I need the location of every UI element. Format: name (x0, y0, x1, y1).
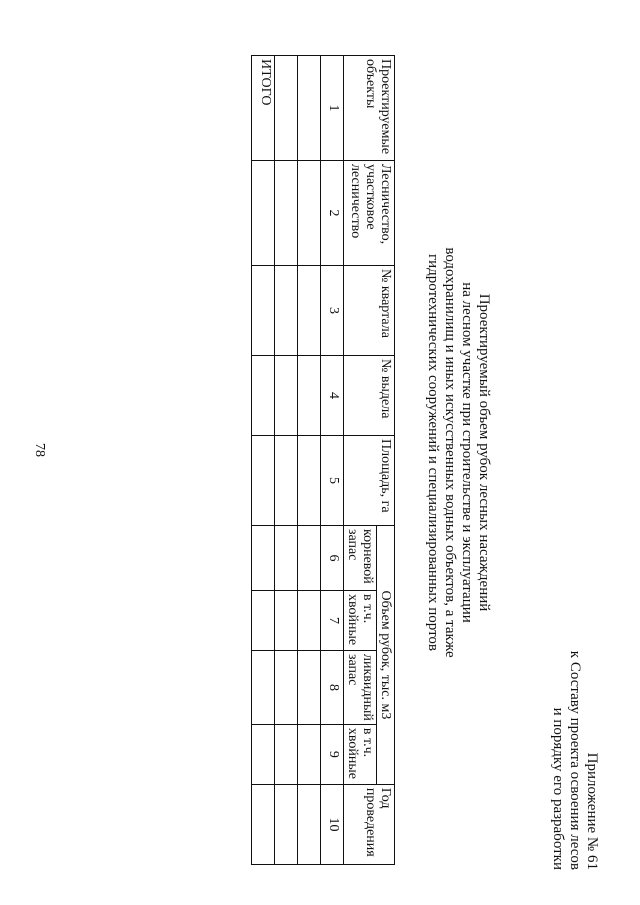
table-cell (251, 265, 275, 356)
appendix-reference: к Составу проекта освоения лесов (567, 650, 583, 870)
table-cell (297, 435, 321, 526)
header-vydel: № выдела (343, 355, 395, 436)
column-number: 5 (320, 435, 344, 526)
table-cell (274, 355, 298, 436)
table-cell (297, 525, 321, 591)
table-column-numbers-row: 1 2 3 4 5 6 7 8 9 10 (320, 55, 344, 865)
appendix-number: Приложение № 61 (584, 752, 600, 870)
column-number: 6 (320, 525, 344, 591)
table-cell (274, 435, 298, 526)
table-cell (274, 55, 298, 161)
table-cell (251, 784, 275, 865)
table-cell (297, 650, 321, 725)
table-cell (297, 160, 321, 266)
column-number: 2 (320, 160, 344, 266)
document-title: Проектируемый объем рубок лесных насажде… (424, 0, 492, 905)
table-cell (297, 784, 321, 865)
column-number: 7 (320, 590, 344, 651)
table-cell (251, 160, 275, 266)
column-number: 10 (320, 784, 344, 865)
table-header-row: Проектируемые объекты Лесничество, участ… (343, 55, 395, 865)
appendix-header: Приложение № 61 к Составу проекта освоен… (549, 490, 600, 870)
table-cell (274, 590, 298, 651)
table-cell (274, 724, 298, 785)
table-cell (251, 590, 275, 651)
table-cell (251, 724, 275, 785)
column-number: 3 (320, 265, 344, 356)
header-volume: Объем рубок, тыс. м3 (376, 525, 395, 785)
table-total-row: ИТОГО (251, 55, 275, 865)
table-cell (274, 650, 298, 725)
header-liquid-stock: ликвидный запас (343, 650, 377, 725)
felling-volume-table: Проектируемые объекты Лесничество, участ… (251, 55, 395, 865)
table-empty-row (297, 55, 321, 865)
table-cell (251, 650, 275, 725)
title-line-3: водохранилищ и иных искусственных водных… (442, 247, 458, 658)
header-year: Год проведения (343, 784, 395, 865)
column-number: 8 (320, 650, 344, 725)
table-empty-row (274, 55, 298, 865)
table-cell (251, 435, 275, 526)
title-line-4: гидротехнических сооружений и специализи… (425, 253, 441, 652)
header-area: Площадь, га (343, 435, 395, 526)
table-cell (274, 525, 298, 591)
table-cell (251, 355, 275, 436)
table-cell (297, 265, 321, 356)
appendix-reference-continued: и порядку его разработки (550, 707, 566, 870)
table-cell (274, 160, 298, 266)
header-root-stock: корневой запас (343, 525, 377, 591)
header-objects: Проектируемые объекты (343, 55, 395, 161)
table-cell (297, 355, 321, 436)
column-number: 1 (320, 55, 344, 161)
table-cell (297, 55, 321, 161)
table-cell (297, 590, 321, 651)
header-kvartal: № квартала (343, 265, 395, 356)
column-number: 9 (320, 724, 344, 785)
header-forestry: Лесничество, участковое лесничество (343, 160, 395, 266)
header-root-conifer: в т.ч. хвойные (343, 590, 377, 651)
title-line-1: Проектируемый объем рубок лесных насажде… (476, 293, 492, 612)
column-number: 4 (320, 355, 344, 436)
title-line-2: на лесном участке при строительстве и эк… (459, 282, 475, 623)
total-label: ИТОГО (251, 55, 275, 161)
table-cell (297, 724, 321, 785)
table-cell (251, 525, 275, 591)
table-cell (274, 784, 298, 865)
table-cell (274, 265, 298, 356)
header-liquid-conifer: в т.ч. хвойные (343, 724, 377, 785)
